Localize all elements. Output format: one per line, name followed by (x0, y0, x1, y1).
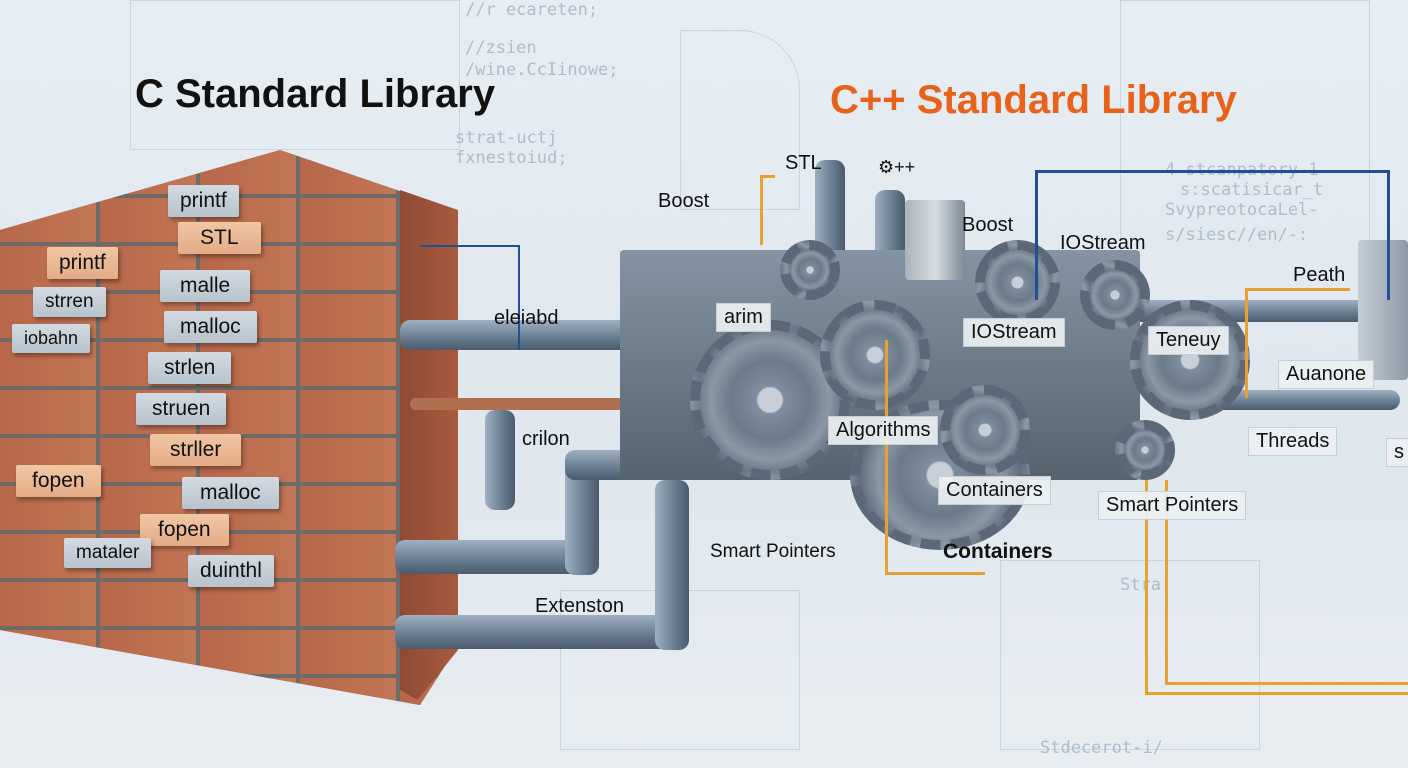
label-auanone: Auanone (1278, 360, 1375, 389)
blueprint-frame (130, 0, 460, 150)
brick-label: mataler (64, 538, 152, 568)
connector-line (1245, 288, 1350, 398)
sketch-text: s/siesc//en/-: (1165, 225, 1309, 245)
label-teneuy: Teneuy (1148, 326, 1229, 355)
gear (1130, 300, 1250, 420)
brick-label: malle (160, 270, 251, 302)
control-panel (1358, 240, 1408, 380)
label-smart-pointers: Smart Pointers (1098, 491, 1247, 520)
brick-label: malloc (164, 311, 257, 343)
sketch-text: strat-uctj (455, 128, 558, 148)
gear (780, 240, 840, 300)
label-eleiabd: eleiabd (494, 307, 559, 329)
label-threads: Threads (1248, 427, 1338, 456)
machine-tank (905, 200, 965, 280)
pipe (395, 615, 685, 649)
connector-line (1165, 480, 1408, 685)
brick-wall (0, 150, 455, 705)
connector-line (760, 175, 775, 245)
label-extension: Extenston (535, 595, 624, 617)
brick-label: printf (47, 247, 118, 279)
label-boost: Boost (962, 214, 1014, 236)
cpp-library-title: C++ Standard Library (830, 78, 1237, 122)
label-containers: Containers (943, 540, 1053, 563)
connector-line (885, 340, 985, 575)
brick-label: fopen (140, 514, 229, 546)
connector-line (1145, 480, 1408, 695)
brick-label: strlen (148, 352, 232, 384)
sketch-text: //zsien (465, 38, 537, 58)
pipe (395, 540, 595, 574)
brick-label: iobahn (12, 324, 91, 353)
label-algorithms: Algorithms (828, 416, 939, 445)
gear (1080, 260, 1150, 330)
label-crilon: crilon (522, 428, 570, 450)
pipe (400, 320, 630, 350)
connector-line (1035, 170, 1390, 300)
pipe (655, 480, 689, 650)
sketch-text: s:scatisicar_t (1180, 180, 1324, 200)
brick-label: malloc (182, 477, 279, 509)
sketch-text: //r ecareten; (465, 0, 599, 20)
c-library-title: C Standard Library (135, 72, 496, 116)
brick-label: strller (150, 434, 242, 466)
gear (940, 385, 1030, 475)
brick-label: fopen (16, 465, 101, 497)
sketch-text: Stra (1120, 575, 1161, 595)
label-s: s (1386, 438, 1408, 467)
label-stl: STL (785, 152, 822, 174)
label-boost: Boost (658, 190, 710, 212)
pipe (485, 410, 515, 510)
blueprint-frame (680, 30, 800, 210)
brick-label: STL (178, 222, 261, 254)
gear (820, 300, 930, 410)
brick-label: duinthl (188, 555, 274, 587)
sketch-text: SvypreotocaLel- (1165, 200, 1319, 220)
label-iostream: IOStream (963, 318, 1065, 347)
label-arim: arim (716, 303, 771, 332)
brick-label: printf (168, 185, 239, 217)
brick-label: strren (33, 287, 106, 317)
connector-line (420, 245, 520, 350)
sketch-text: Stdecerot-i/ (1040, 738, 1163, 758)
pipe (410, 398, 640, 410)
label-smart-pointers: Smart Pointers (710, 541, 836, 562)
gear (1115, 420, 1175, 480)
sketch-text: /wine.CcIinowe; (465, 60, 619, 80)
label-peath: Peath (1293, 264, 1346, 286)
label-containers: Containers (938, 476, 1051, 505)
brick-label: struen (136, 393, 227, 425)
label-cpp: ⚙++ (878, 157, 916, 177)
sketch-text: fxnestoiud; (455, 148, 568, 168)
label-iostream: IOStream (1060, 232, 1146, 254)
blueprint-frame (1000, 560, 1260, 750)
